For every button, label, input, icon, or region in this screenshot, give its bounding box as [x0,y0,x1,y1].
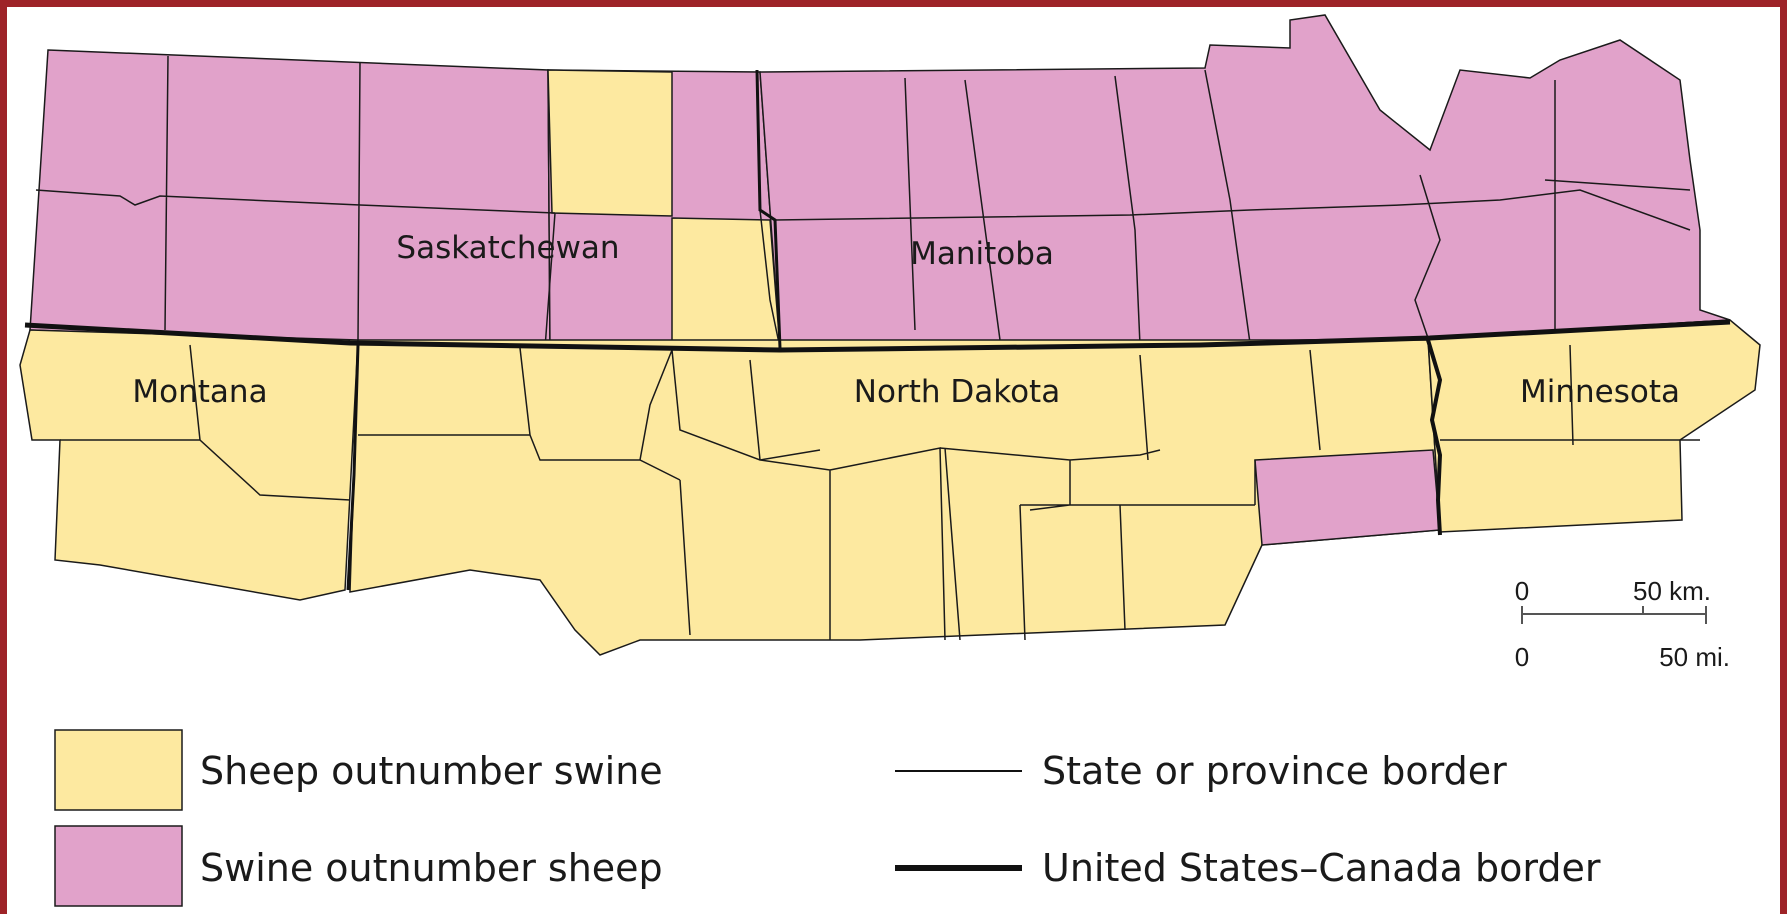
us-county-lines [60,344,1700,641]
legend-swine-swatch [54,825,183,907]
legend-state-border-label: State or province border [1042,749,1507,793]
canada-division-lines [35,55,1691,349]
montana-region [19,329,359,601]
north-dakota-swine-county [1254,449,1441,546]
saskatchewan-label: Saskatchewan [396,230,619,266]
scale-mi-zero: 0 [1515,642,1529,672]
scale-bar: 0 50 km. 0 50 mi. [1515,576,1730,672]
montana-label: Montana [132,374,267,410]
scale-km-label: 50 km. [1633,576,1711,606]
province-border-sask-manitoba [755,69,782,349]
scale-km-zero: 0 [1515,576,1529,606]
manitoba-label: Manitoba [910,236,1054,272]
manitoba-region [759,14,1731,349]
minnesota-region [1427,319,1761,533]
us-canada-border-line [24,319,1731,353]
legend-sheep-label: Sheep outnumber swine [200,749,663,793]
scale-bar-line [1521,606,1707,624]
saskatchewan-sheep-division-north [547,69,673,217]
legend-national-border-label: United States–Canada border [1042,846,1601,890]
legend-swine-label: Swine outnumber sheep [200,846,663,890]
minnesota-label: Minnesota [1520,374,1680,410]
state-border-nd-minnesota [1426,339,1443,536]
scale-mi-label: 50 mi. [1659,642,1730,672]
legend: Sheep outnumber swine Swine outnumber sh… [54,729,1601,907]
north-dakota-label: North Dakota [854,374,1060,410]
saskatchewan-west-region [29,49,551,351]
us-regions [19,319,1761,656]
legend-sheep-swatch [54,729,183,811]
canada-regions [29,14,1731,351]
state-border-montana-nd [346,344,360,591]
